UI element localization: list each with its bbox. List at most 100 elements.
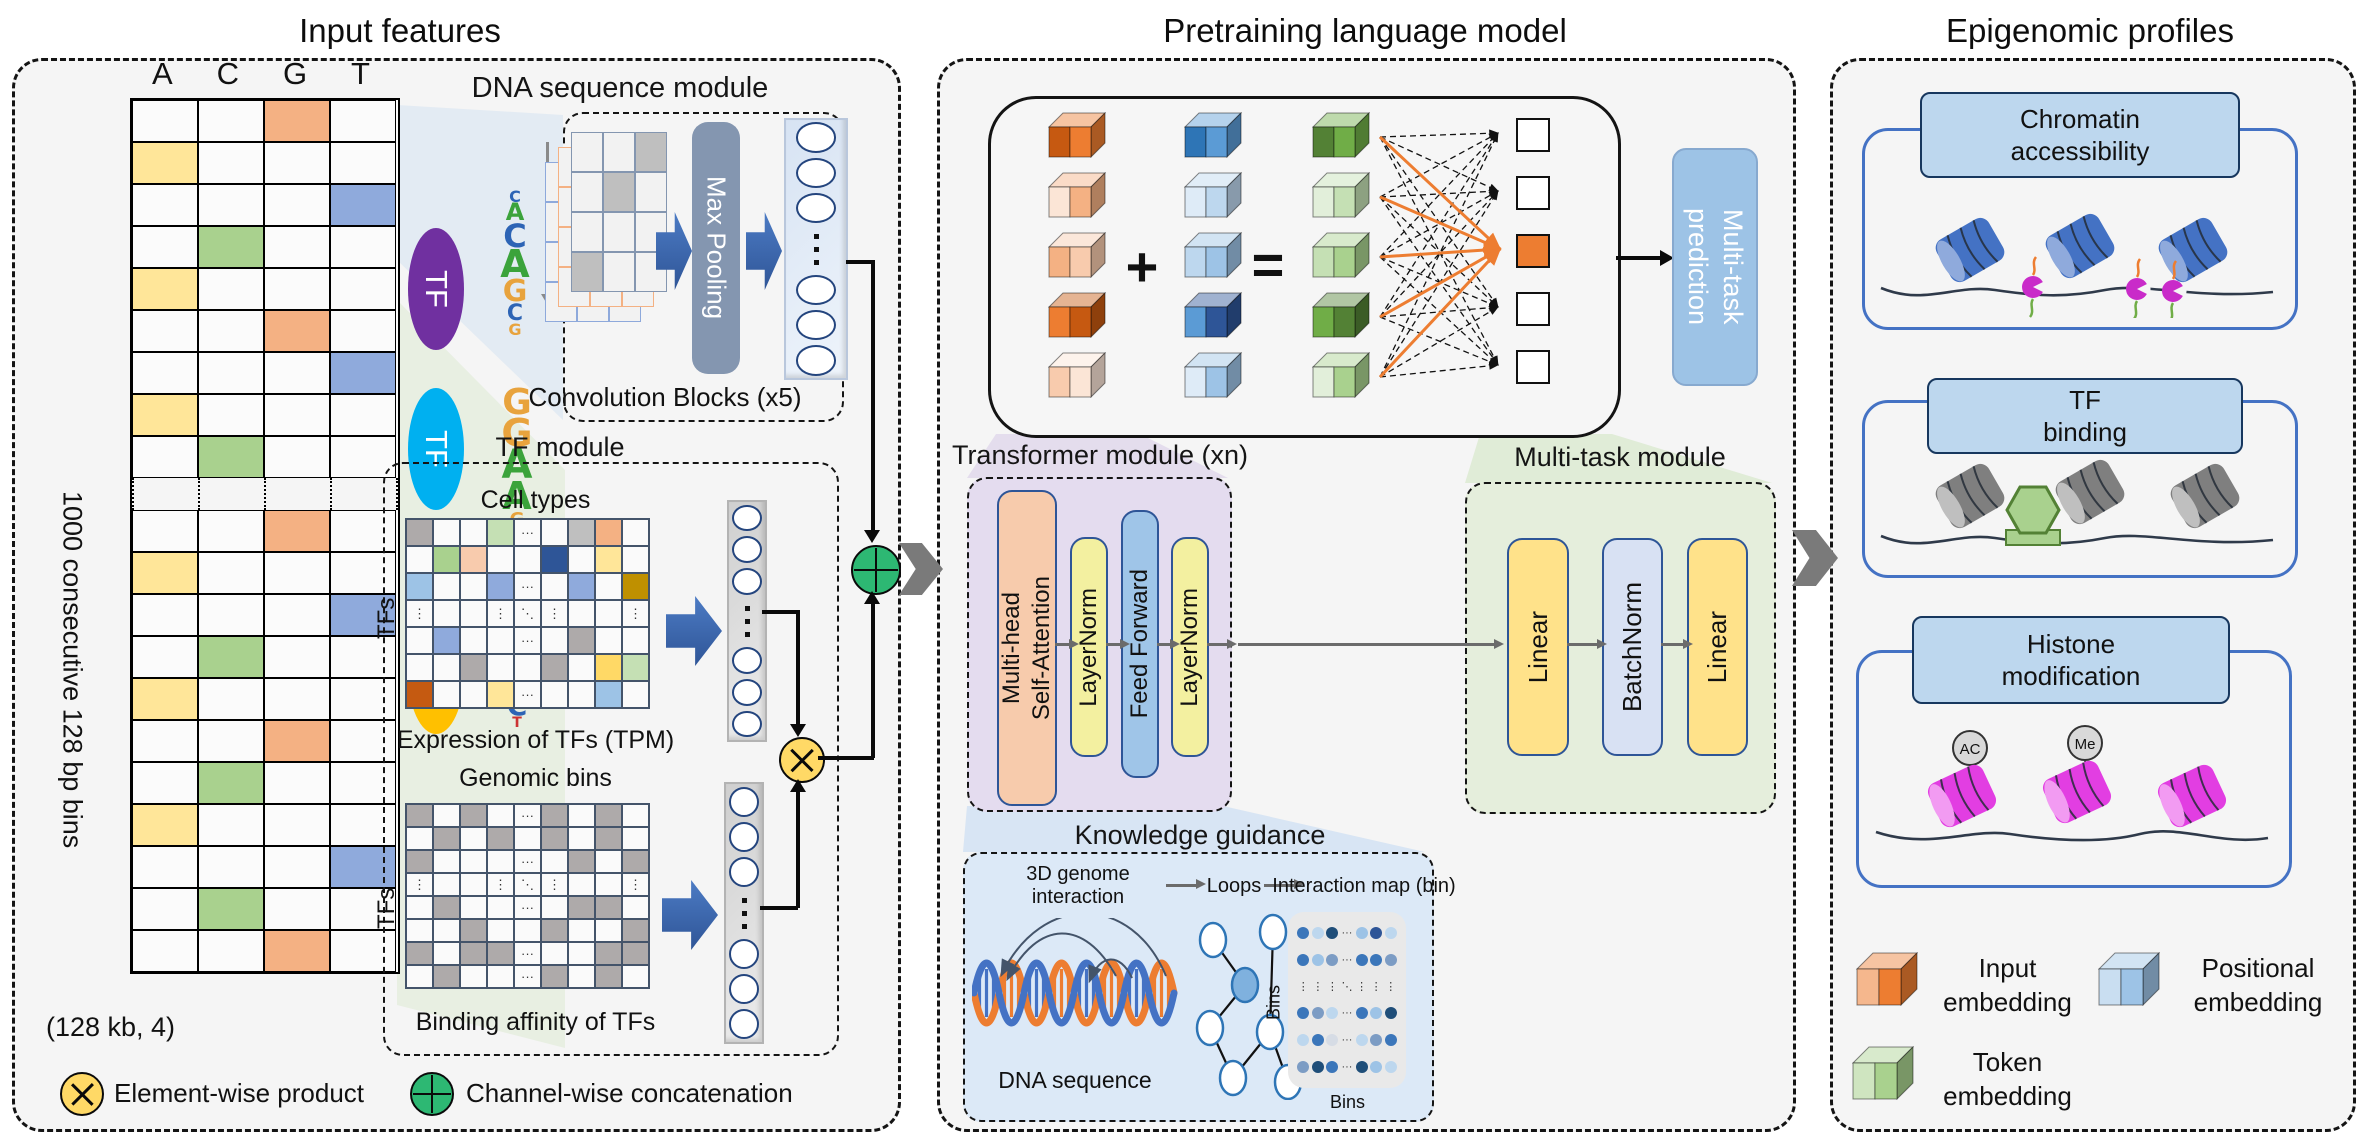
matrix-cell: [622, 965, 649, 988]
wire: [871, 604, 875, 758]
legend-concat-label: Channel-wise concatenation: [466, 1078, 793, 1108]
motif-logo-2: GGAAG: [472, 382, 562, 528]
vector-ellipsis: [813, 233, 819, 265]
conv-cell: [571, 132, 603, 172]
loop-node: [1255, 1013, 1285, 1051]
matrix-cell: [514, 919, 541, 942]
matrix-cell: [460, 654, 487, 681]
token-square: [1516, 350, 1550, 384]
matrix-cell: ⋮: [487, 873, 514, 896]
seq-cell: [330, 394, 396, 436]
seq-cell: [132, 100, 198, 142]
matrix-cell: ···: [514, 896, 541, 919]
seq-cell: [198, 636, 264, 678]
nucleosome: [2055, 459, 2125, 525]
seq-cell: [198, 226, 264, 268]
matrix-cell: [487, 654, 514, 681]
seq-cell: [132, 268, 198, 310]
legend-product-label: Element-wise product: [114, 1078, 364, 1108]
matrix-cell: [406, 654, 433, 681]
map-cell: [1369, 947, 1384, 974]
map-cell: ⋮: [1370, 981, 1382, 994]
matrix-cell: [406, 919, 433, 942]
tf-oval-1: TF: [408, 228, 464, 350]
map-cell: [1325, 920, 1340, 947]
cell-types-label: Cell types: [480, 486, 591, 514]
seq-cell: [330, 552, 396, 594]
flow-arrow: [1106, 643, 1120, 646]
base-c: C: [216, 56, 239, 91]
vector-unit: [732, 568, 762, 595]
matrix-cell: [541, 965, 568, 988]
linear1-box: Linear: [1507, 538, 1569, 756]
conv-cell: [603, 212, 635, 252]
multitask-prediction-box: Multi-task prediction: [1672, 148, 1758, 386]
map-cell: ···: [1341, 927, 1353, 940]
matrix-cell: [433, 546, 460, 573]
positional-embedding-label: Positional embedding: [2193, 953, 2323, 1017]
matrix-cell: [595, 804, 622, 827]
mhsa-label: Multi-head Self-Attention: [998, 575, 1055, 721]
legend-product-icon: [60, 1072, 104, 1116]
matrix-cell: ···: [514, 804, 541, 827]
seq-cell: [198, 678, 264, 720]
nucleosome: [2170, 463, 2240, 529]
seq-cell: [198, 310, 264, 352]
positional-embedding-cube: [1184, 352, 1242, 398]
positional-embedding-cube: [1184, 112, 1242, 158]
matrix-cell: [622, 627, 649, 654]
loop-node: [1218, 1059, 1248, 1097]
tfs-label-expression: TFs: [373, 597, 400, 639]
dna-module-title: DNA sequence module: [471, 72, 769, 104]
binding-protein: [2022, 256, 2047, 318]
flow-arrow: [1661, 643, 1683, 646]
interaction-map-grid: ······⋮⋮⋮⋱⋮⋮⋮·········: [1296, 920, 1398, 1080]
dna-output-vector: [784, 118, 848, 380]
map-cell: [1311, 1027, 1326, 1054]
logo-letter: A: [500, 242, 530, 287]
matrix-cell: [460, 681, 487, 708]
map-cell: [1354, 1027, 1369, 1054]
matrix-cell: [595, 850, 622, 873]
matrix-cell: [595, 873, 622, 896]
binding-matrix: ······⋮⋮⋱⋮⋮·········: [405, 803, 650, 989]
logo-letter: C: [506, 300, 524, 326]
binding-protein: [2126, 258, 2151, 318]
wire-arrowhead: [864, 530, 880, 543]
seq-cell: [264, 352, 330, 394]
vector-unit: [729, 857, 759, 887]
transformer-title: Transformer module (xn): [951, 440, 1249, 470]
matrix-cell: [622, 546, 649, 573]
max-pooling-label: Max Pooling: [701, 176, 732, 320]
matrix-cell: [487, 965, 514, 988]
matrix-cell: [460, 546, 487, 573]
seq-cell: [264, 720, 330, 762]
map-cell: ⋮: [1385, 981, 1397, 994]
matrix-cell: [622, 681, 649, 708]
input-embedding-legend-cube: [1856, 952, 1918, 1006]
me-mark-circle: [2067, 725, 2103, 761]
logo-letter: G: [502, 382, 532, 423]
logo-letter: A: [505, 198, 525, 227]
matrix-cell: [568, 681, 595, 708]
matrix-cell: [406, 804, 433, 827]
map-cell: [1311, 920, 1326, 947]
flow-arrow: [1264, 884, 1294, 887]
seq-cell: [132, 636, 198, 678]
matrix-cell: [460, 600, 487, 627]
map-cell: [1296, 1027, 1311, 1054]
seq-cell: [198, 268, 264, 310]
token-embedding-cube: [1312, 352, 1370, 398]
flow-arrowhead: [1069, 639, 1079, 649]
seq-cell: [330, 310, 396, 352]
matrix-cell: [406, 546, 433, 573]
matrix-cell: [568, 919, 595, 942]
nucleosome: [1927, 764, 1997, 828]
matrix-cell: [460, 627, 487, 654]
matrix-cell: [541, 627, 568, 654]
multitask-prediction-label: Multi-task prediction: [1683, 208, 1749, 326]
token-square: [1516, 292, 1550, 326]
map-cell: [1311, 1000, 1326, 1027]
